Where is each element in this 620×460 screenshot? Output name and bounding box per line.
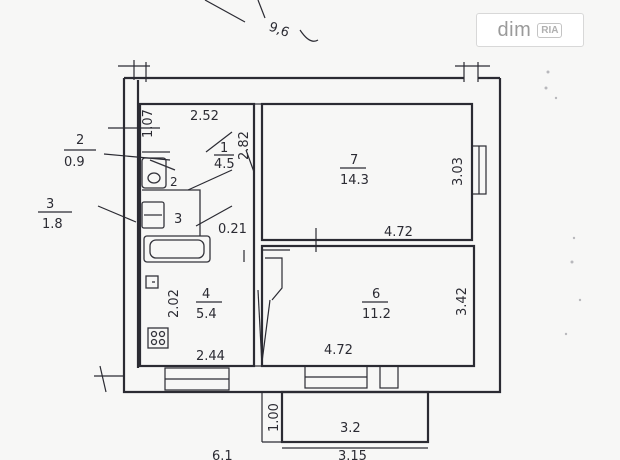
dim-3-42: 3.42 [455, 287, 470, 316]
dim-4-72-bottom: 4.72 [324, 343, 353, 358]
bathroom-fixtures [141, 151, 211, 349]
left-2-number: 2 [76, 133, 84, 148]
dim-bottom: 6.1 [212, 449, 233, 460]
dim-3-2: 3.2 [340, 421, 361, 436]
dimension-labels: 2.52 1.07 2.82 3.03 4.72 0.21 2.02 2.44 … [141, 109, 470, 460]
dim-1-00: 1.00 [267, 403, 282, 432]
room-labels: 1 4.5 2 3 4 5.4 7 14.3 6 11.2 2 0.9 3 1.… [38, 133, 391, 322]
watermark-badge: RIA [537, 22, 563, 38]
dim-0-21: 0.21 [218, 222, 247, 237]
bath-doors [187, 131, 255, 227]
dim-2-02: 2.02 [167, 289, 182, 318]
top-scribble: 9,6 [204, 0, 319, 42]
left-3-number: 3 [46, 197, 54, 212]
dim-3-15: 3.15 [338, 449, 367, 460]
dim-1-07: 1.07 [141, 109, 156, 138]
left-leaders [94, 127, 171, 393]
room-1-number: 1 [220, 141, 228, 156]
watermark-text: dim [497, 18, 532, 41]
room-6-area: 11.2 [362, 307, 391, 322]
dim-2-44: 2.44 [196, 349, 225, 364]
dim-2-82: 2.82 [237, 131, 252, 160]
room-7-area: 14.3 [340, 173, 369, 188]
room-1-area: 4.5 [214, 157, 235, 172]
left-2-value: 0.9 [64, 155, 85, 170]
room-2-number: 2 [170, 175, 178, 189]
room-6-number: 6 [372, 287, 380, 302]
room-3-number: 3 [174, 212, 182, 227]
room-7-number: 7 [350, 153, 358, 168]
watermark-logo: dim RIA [476, 13, 584, 47]
dim-2-52: 2.52 [190, 109, 219, 124]
paper-speckles [544, 70, 582, 336]
scribble-text: 9,6 [267, 20, 292, 41]
left-3-value: 1.8 [42, 217, 63, 232]
dim-4-72-top: 4.72 [384, 225, 413, 240]
room-4-number: 4 [202, 287, 210, 302]
dim-3-03: 3.03 [451, 157, 466, 186]
room-4-area: 5.4 [196, 307, 217, 322]
balcony [261, 390, 430, 449]
inner-walls [138, 102, 487, 391]
